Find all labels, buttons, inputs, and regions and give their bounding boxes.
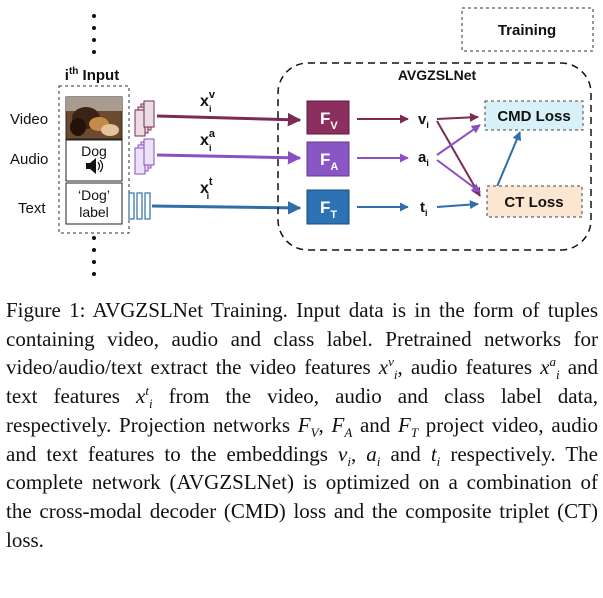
projection-label-text: FT	[320, 198, 337, 221]
t-to-ct-arrow	[436, 200, 479, 210]
speaker-icon	[86, 158, 104, 174]
timeline-dots	[92, 14, 96, 276]
v-to-ct-arrow	[436, 120, 481, 197]
a-to-cmd-arrow	[436, 124, 481, 156]
video-encoder-icon	[134, 100, 155, 137]
text-box	[65, 182, 123, 225]
ct-to-cmd-arrow	[495, 131, 522, 190]
text-feature-arrow	[151, 201, 302, 215]
video-frame-image	[65, 96, 123, 140]
projection-label-video: FV	[320, 109, 338, 132]
figure-diagram: Training ith Input Video Audio Text Dog …	[10, 7, 594, 276]
text-box-line1: ‘Dog’	[78, 187, 110, 203]
cmd-loss-label: CMD Loss	[497, 108, 570, 125]
projection-box-video	[306, 100, 350, 135]
text-box-line2: label	[79, 204, 109, 220]
projection-box-text	[306, 189, 350, 225]
embedding-label-audio: ai	[418, 149, 429, 168]
training-box	[461, 7, 594, 52]
embedding-label-video: vi	[418, 111, 429, 130]
training-label: Training	[498, 22, 556, 39]
input-container	[58, 85, 130, 234]
projection-label-audio: FA	[320, 150, 338, 173]
avgzslnet-label: AVGZSLNet	[398, 67, 477, 83]
text-encoder-icon	[128, 192, 151, 220]
a-to-ct-arrow	[436, 159, 481, 193]
audio-feature-arrow	[156, 150, 302, 165]
audio-encoder-icon	[134, 138, 155, 175]
embedding-label-text: ti	[420, 199, 428, 218]
figure-caption: Figure 1: AVGZSLNet Training. Input data…	[6, 298, 599, 552]
projection-box-audio	[306, 141, 350, 177]
ct-loss-box	[486, 185, 583, 218]
avgzslnet-box	[277, 62, 592, 251]
v-to-cmd-arrow	[436, 112, 479, 122]
caption-title: AVGZSLNet Training.	[92, 298, 288, 322]
modality-label-audio: Audio	[10, 151, 48, 168]
modality-label-text: Text	[18, 200, 46, 217]
cmd-loss-box	[484, 100, 584, 131]
video-feature-arrow	[156, 112, 302, 127]
ct-loss-label: CT Loss	[504, 194, 563, 211]
caption-label: Figure 1:	[6, 298, 86, 322]
audio-box-word: Dog	[81, 143, 107, 159]
input-title: ith Input	[65, 66, 119, 84]
modality-label-video: Video	[10, 111, 48, 128]
